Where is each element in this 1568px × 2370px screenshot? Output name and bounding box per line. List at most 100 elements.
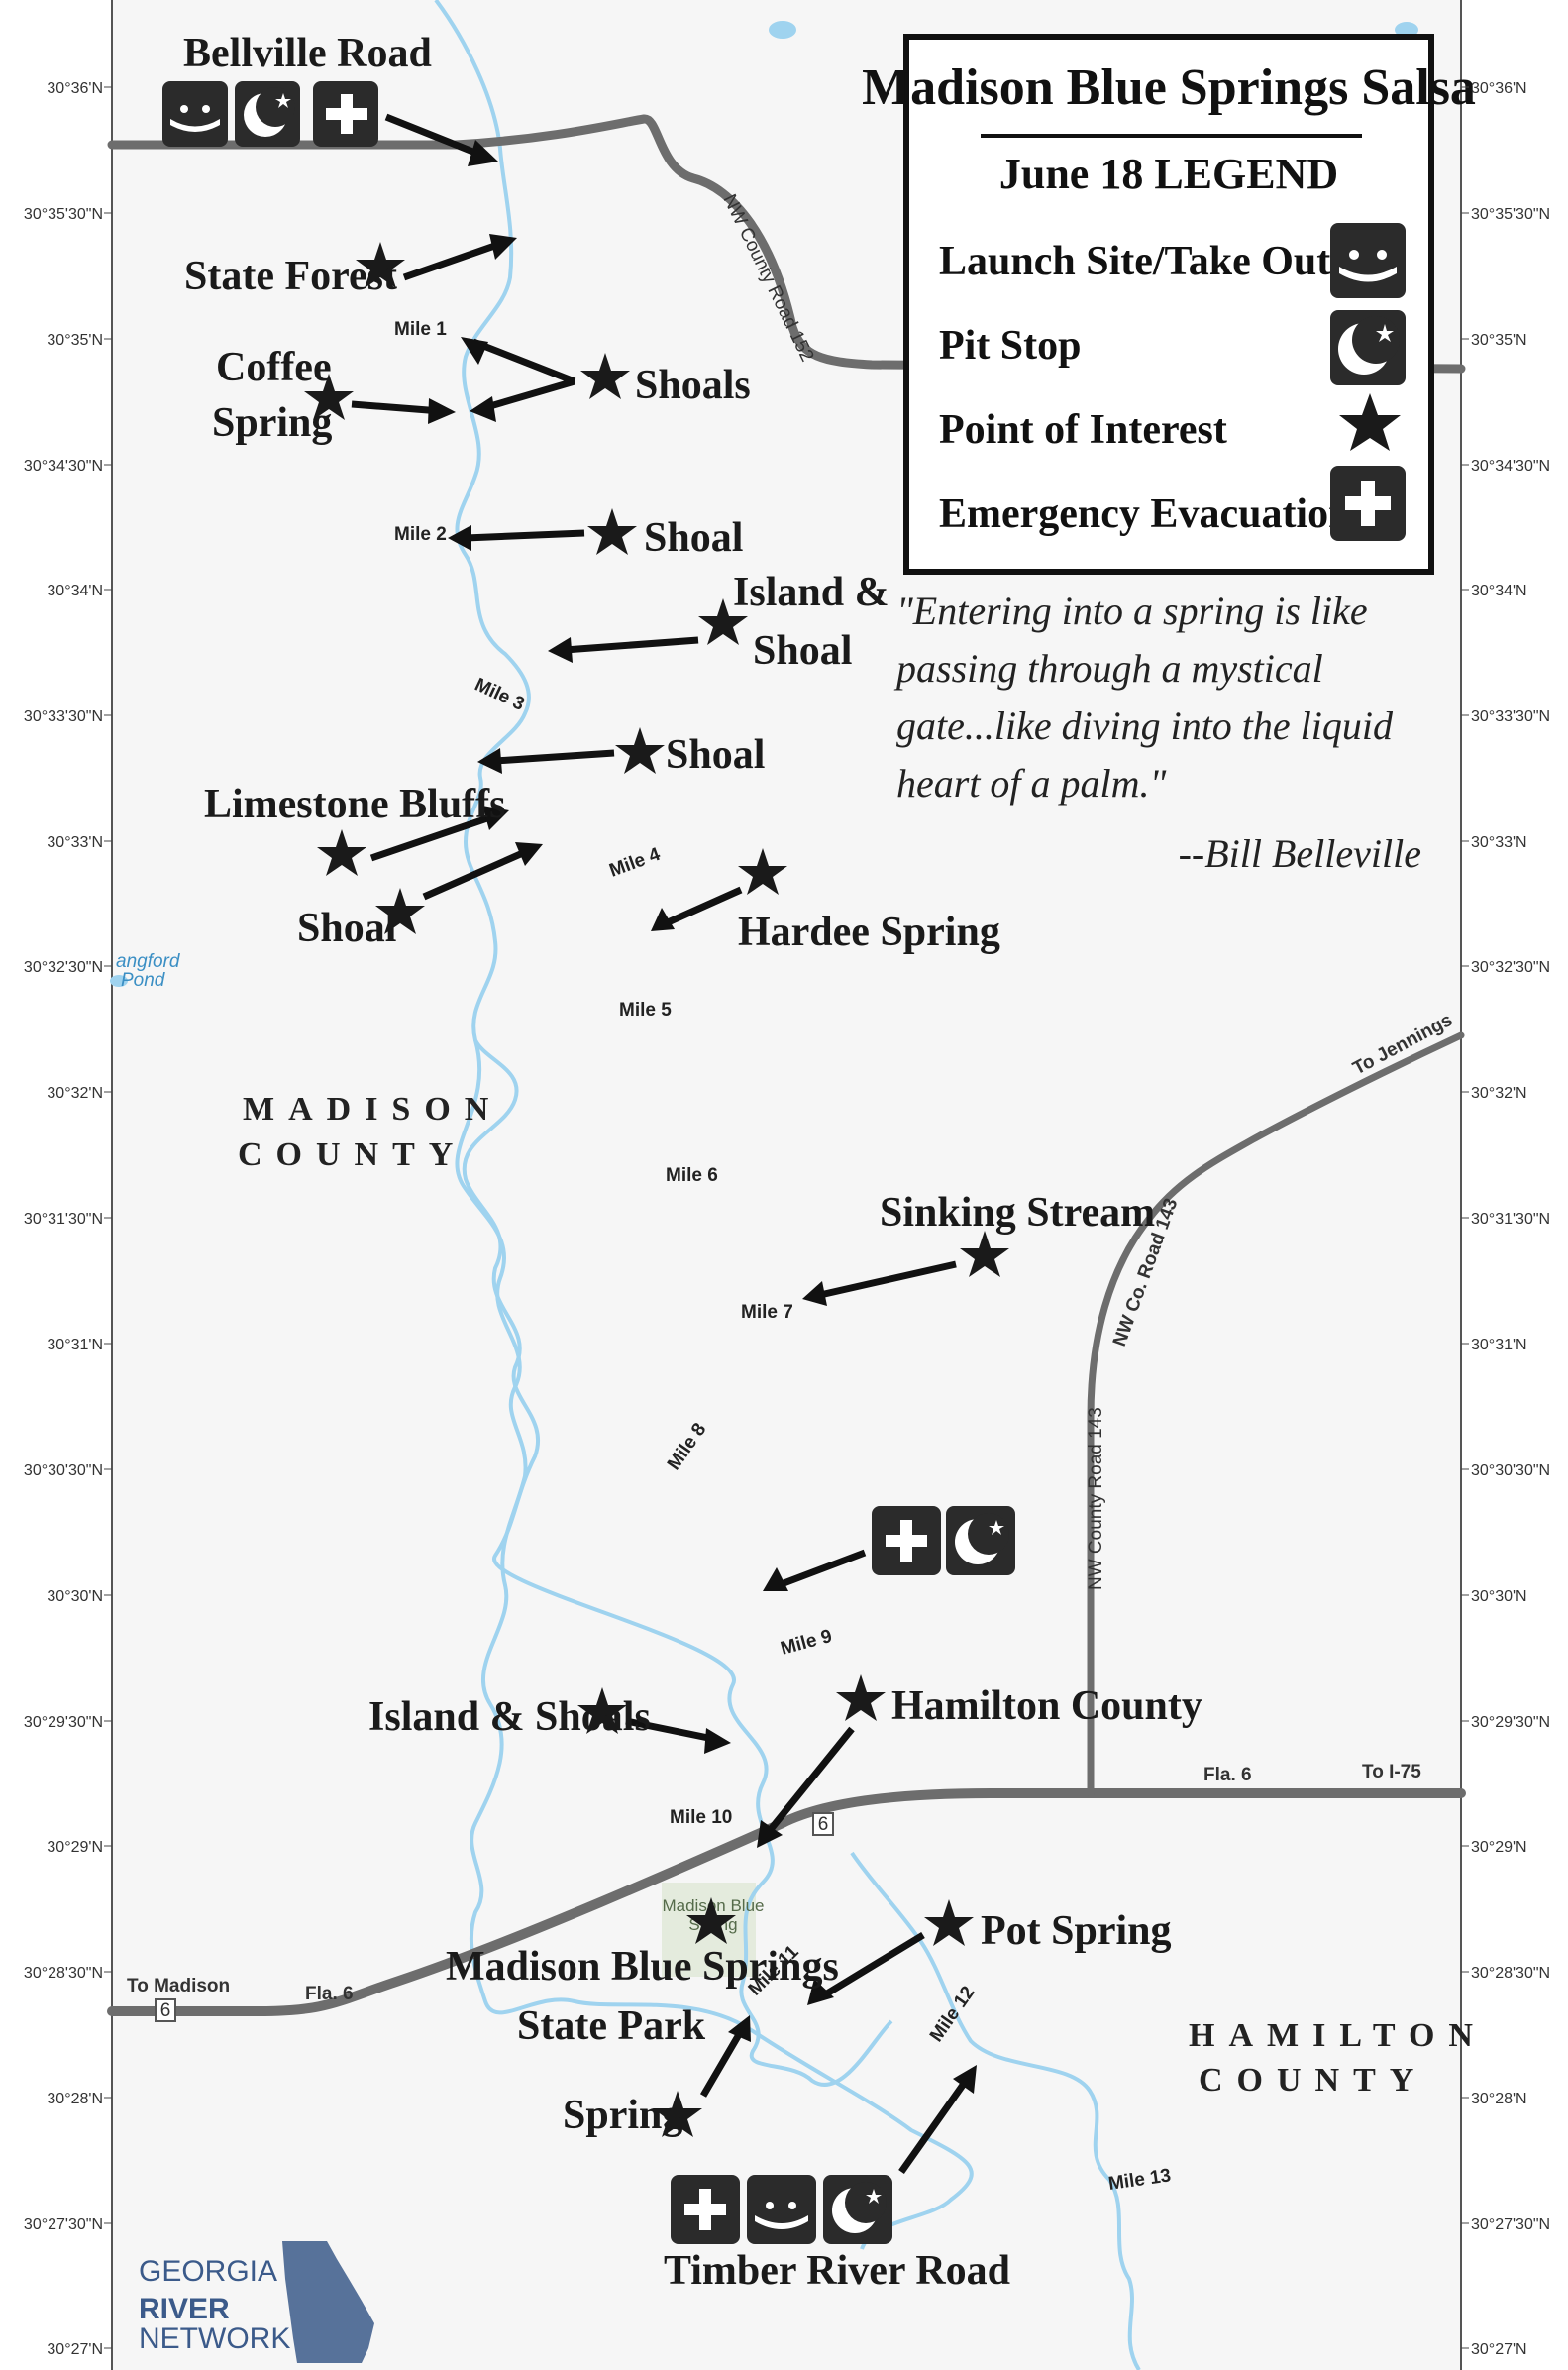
arrow: [820, 1932, 925, 1999]
star-icon: [375, 888, 425, 934]
county-label: HAMILTON: [1189, 2017, 1487, 2054]
star-icon: [698, 598, 748, 645]
coord-label-right: 30°30'30"N: [1471, 1462, 1550, 1479]
coord-label-left: 30°33'N: [47, 834, 103, 851]
legend-item-label: Emergency Evacuation: [939, 491, 1351, 537]
moon-star-icon: [1330, 310, 1406, 385]
place-label: Spring: [212, 400, 332, 446]
arrow: [482, 377, 575, 412]
road-bellville: [107, 114, 1466, 374]
coord-label-left: 30°34'N: [47, 583, 103, 599]
route-6-shield: 6: [812, 1812, 834, 1836]
place-label: Shoal: [666, 732, 765, 778]
coord-label-left: 30°30'N: [47, 1588, 103, 1605]
star-icon: [356, 242, 405, 288]
arrow: [465, 529, 585, 542]
logo-text: NETWORK: [139, 2322, 290, 2355]
star-icon: [738, 848, 787, 895]
mile-marker: Mile 7: [741, 1302, 793, 1323]
place-label: Limestone Bluffs: [204, 782, 506, 827]
place-label: Coffee: [216, 345, 332, 390]
star-icon: [577, 1687, 627, 1734]
coord-label-right: 30°29'30"N: [1471, 1714, 1550, 1731]
arrow: [494, 749, 615, 765]
poi-stars: [304, 242, 1009, 2137]
star-icon: [960, 1231, 1009, 1277]
place-label: Timber River Road: [664, 2248, 1010, 2294]
pond-label: angford: [116, 951, 181, 972]
quote-attribution: --Bill Belleville: [1179, 831, 1421, 876]
coord-label-left: 30°33'30"N: [24, 708, 103, 725]
moon-star-icon: [823, 2175, 892, 2244]
place-label: State Forest: [184, 254, 397, 299]
arrow: [898, 2078, 969, 2175]
place-label: Shoal: [644, 515, 743, 561]
coord-label-right: 30°34'30"N: [1471, 458, 1550, 475]
star-icon: [686, 1897, 736, 1944]
georgia-state-icon: [282, 2241, 374, 2363]
quote-line: "Entering into a spring is like: [896, 589, 1368, 633]
arrow: [625, 1717, 714, 1743]
cross-icon: [872, 1506, 941, 1575]
coord-label-left: 30°30'30"N: [24, 1462, 103, 1479]
place-label: Island & Shoals: [368, 1694, 651, 1740]
legend-title: Madison Blue Springs Salsa: [862, 59, 1476, 116]
water-body: [769, 21, 796, 39]
mile-marker: Mile 5: [619, 1000, 672, 1021]
canoe-icon: [162, 81, 228, 147]
star-icon: [836, 1674, 886, 1721]
quote-line: gate...like diving into the liquid: [896, 703, 1394, 748]
place-label: Sinking Stream: [880, 1190, 1155, 1236]
mile-marker: Mile 1: [394, 319, 447, 340]
coord-label-left: 30°32'N: [47, 1085, 103, 1102]
svg-text:6: 6: [160, 2000, 171, 2021]
coord-label-right: 30°36'N: [1471, 80, 1527, 97]
canoe-icon: [747, 2175, 816, 2244]
coord-label-left: 30°31'N: [47, 1337, 103, 1353]
quote: "Entering into a spring is like passing …: [893, 589, 1421, 876]
mid-icons: [872, 1506, 1015, 1575]
mile-marker: Mile 10: [670, 1807, 732, 1828]
place-label: Shoal: [753, 628, 852, 674]
coord-label-right: 30°34'N: [1471, 583, 1527, 599]
legend-item-label: Point of Interest: [939, 407, 1227, 453]
place-label: State Park: [517, 2003, 706, 2049]
coord-label-left: 30°35'N: [47, 332, 103, 349]
mile-marker: Mile 2: [394, 524, 447, 545]
legend: Madison Blue Springs Salsa June 18 LEGEN…: [862, 34, 1476, 575]
coord-label-left: 30°35'30"N: [24, 206, 103, 223]
bellville-icons: [162, 81, 378, 147]
coord-label-right: 30°28'N: [1471, 2091, 1527, 2107]
place-label: Island &: [733, 570, 889, 615]
road-label: To Madison: [127, 1976, 230, 1996]
road-label: To I-75: [1362, 1762, 1421, 1782]
coord-label-right: 30°33'30"N: [1471, 708, 1550, 725]
place-label: Pot Spring: [981, 1908, 1172, 1954]
route-6-shield: 6: [155, 1998, 176, 2022]
quote-line: passing through a mystical: [893, 646, 1323, 691]
svg-text:6: 6: [818, 1814, 829, 1835]
arrow: [819, 1260, 957, 1299]
place-label: Bellville Road: [183, 31, 432, 76]
arrow: [777, 1549, 867, 1589]
coord-label-right: 30°29'N: [1471, 1839, 1527, 1856]
star-icon: [587, 508, 637, 555]
arrow: [402, 239, 505, 281]
place-label: Madison Blue Springs: [446, 1944, 839, 1990]
county-label: MADISON: [243, 1091, 502, 1128]
coord-label-left: 30°36'N: [47, 80, 103, 97]
logo-text: RIVER: [139, 2293, 230, 2325]
arrow: [564, 636, 699, 654]
arrow: [369, 813, 492, 862]
coord-label-right: 30°27'N: [1471, 2341, 1527, 2358]
legend-subtitle: June 18 LEGEND: [999, 150, 1338, 198]
county-label: COUNTY: [238, 1136, 467, 1173]
water-body: [110, 975, 128, 987]
river: [850, 1851, 1141, 2370]
arrow: [765, 1726, 855, 1836]
place-label: Shoal: [297, 906, 396, 951]
river: [455, 1039, 974, 2250]
road-label: Fla. 6: [305, 1984, 354, 2004]
arrows: [351, 113, 969, 2175]
county-label: COUNTY: [1199, 2062, 1427, 2099]
